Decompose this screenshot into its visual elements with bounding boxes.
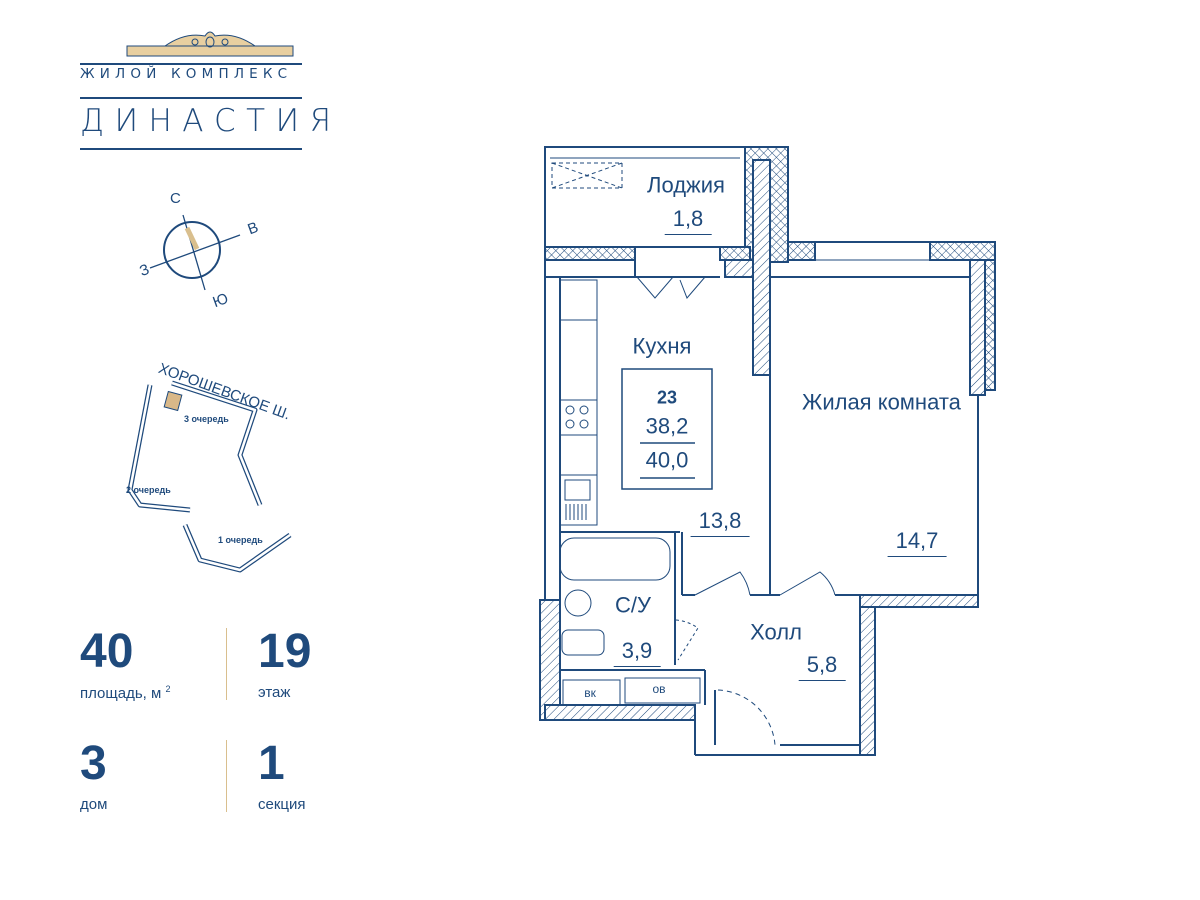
area-label-text: площадь, м xyxy=(80,685,162,702)
living-room-area-text: 14,7 xyxy=(887,528,947,557)
apartment-number: 23 xyxy=(656,387,678,408)
logo-subtitle: ЖИЛОЙ КОМПЛЕКС xyxy=(80,66,293,82)
phase-3-label: 3 очередь xyxy=(184,414,229,424)
house-label: дом xyxy=(80,796,108,813)
compass-north: С xyxy=(170,190,181,207)
living-room-area: 14,7 xyxy=(887,528,947,557)
apartment-info-box xyxy=(621,368,713,490)
section-value: 1 xyxy=(258,737,285,790)
shaft-ov-label: ов xyxy=(652,682,666,697)
shaft-vk-label: вк xyxy=(584,686,596,701)
loggia-area-text: 1,8 xyxy=(664,206,712,235)
kitchen-area: 13,8 xyxy=(690,508,750,537)
loggia-area: 1,8 xyxy=(664,206,712,235)
living-room-name: Жилая комната xyxy=(802,389,961,415)
floor-label: этаж xyxy=(258,684,291,701)
bathroom-area-text: 3,9 xyxy=(613,638,661,667)
area-label-sup: 2 xyxy=(165,684,171,694)
hall-name: Холл xyxy=(750,619,802,645)
toilet-icon xyxy=(561,629,605,656)
site-plan-buildings xyxy=(127,380,292,573)
logo-title: ДИНАСТИЯ xyxy=(80,103,342,139)
bathtub-icon xyxy=(559,537,671,581)
bathroom-area: 3,9 xyxy=(613,638,661,667)
kitchen-sink-icon xyxy=(559,474,598,526)
selected-building-marker xyxy=(163,390,183,412)
area-label: площадь, м 2 xyxy=(80,684,170,702)
logo-crown-ornament xyxy=(126,31,294,57)
total-area: 40,0 xyxy=(645,447,689,473)
kitchen-area-text: 13,8 xyxy=(690,508,750,537)
hall-area: 5,8 xyxy=(798,652,846,681)
phase-2-label: 2 очередь xyxy=(126,485,171,495)
hall-area-text: 5,8 xyxy=(798,652,846,681)
phase-1-label: 1 очередь xyxy=(218,535,263,545)
house-value: 3 xyxy=(80,737,107,790)
area-value: 40 xyxy=(80,625,134,678)
bathroom-name: С/У xyxy=(615,592,651,618)
stove-icon xyxy=(559,399,598,436)
compass-rose-icon xyxy=(149,214,241,291)
loggia-name: Лоджия xyxy=(647,172,725,198)
living-area-total: 38,2 xyxy=(645,413,689,439)
kitchen-name: Кухня xyxy=(632,333,692,359)
section-label: секция xyxy=(258,796,306,813)
washbasin-icon xyxy=(564,589,592,617)
floor-value: 19 xyxy=(258,625,312,678)
